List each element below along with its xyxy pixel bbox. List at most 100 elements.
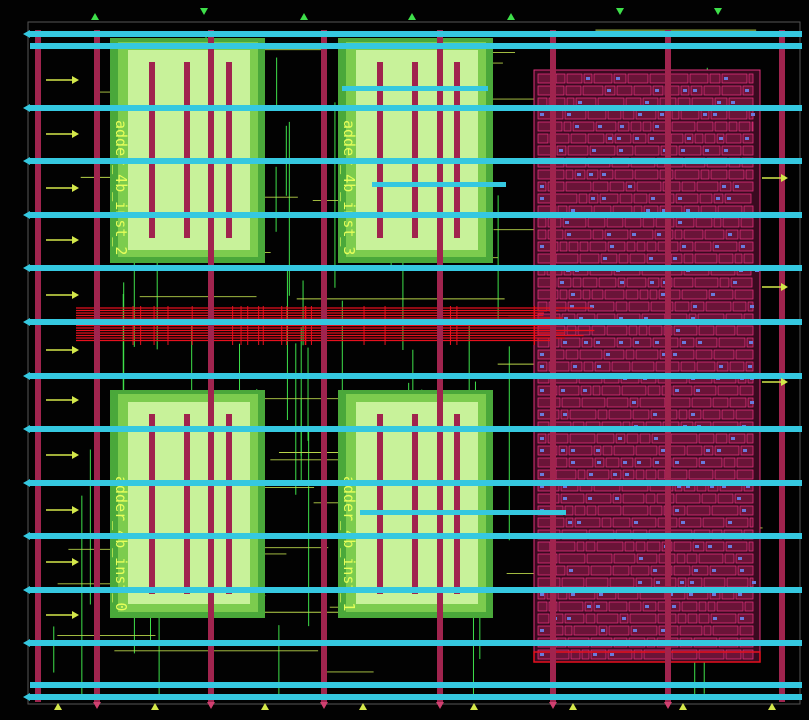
std-cell (626, 277, 647, 288)
std-cell (675, 493, 701, 504)
cell-pin (727, 197, 731, 200)
cell-pin (567, 113, 571, 116)
cell-pin (690, 581, 694, 584)
macro-internal-straps (149, 62, 460, 594)
cell-pin (661, 449, 665, 452)
cell-pin (656, 581, 660, 584)
cell-pin (722, 185, 726, 188)
std-cell (568, 445, 593, 456)
power-rail (30, 640, 802, 646)
macro-strap (412, 62, 418, 238)
std-cell (537, 229, 547, 240)
std-cell (724, 553, 735, 564)
cell-pin (563, 497, 567, 500)
cell-pin (579, 317, 583, 320)
cell-pin (682, 341, 686, 344)
std-cell (739, 625, 754, 636)
std-cell (729, 361, 745, 372)
cell-pin (638, 113, 642, 116)
cell-pin (559, 149, 563, 152)
cell-pin (682, 245, 686, 248)
cell-pin (563, 341, 567, 344)
triangle-arrow-icon (507, 13, 515, 20)
std-cell (713, 349, 735, 360)
cell-pin (635, 341, 639, 344)
std-cell (696, 361, 716, 372)
std-cell (615, 301, 628, 312)
std-cell (619, 193, 633, 204)
cell-pin (655, 89, 659, 92)
triangle-arrow-icon (616, 8, 624, 15)
std-cell (671, 649, 698, 660)
cell-pin (603, 257, 607, 260)
std-cell (589, 241, 607, 252)
power-straps-vertical (35, 30, 785, 702)
cell-pin (589, 473, 593, 476)
std-cell (751, 121, 754, 132)
std-cell (589, 145, 616, 156)
cell-pin (615, 497, 619, 500)
std-cell (606, 217, 624, 228)
std-cell (537, 337, 550, 348)
macro-strap (149, 62, 155, 238)
cell-pin (691, 317, 695, 320)
std-cell (581, 397, 606, 408)
std-cell (698, 601, 707, 612)
std-cell (587, 109, 607, 120)
std-cell (638, 325, 648, 336)
std-cell (714, 121, 728, 132)
std-cell (711, 505, 739, 516)
std-cell (537, 397, 561, 408)
std-cell (732, 181, 754, 192)
std-cell (579, 241, 589, 252)
std-cell (676, 553, 686, 564)
cyan-jumper (360, 510, 566, 515)
std-cell (605, 457, 620, 468)
cell-pin (598, 125, 602, 128)
std-cell (591, 289, 604, 300)
std-cell (686, 505, 711, 516)
std-cell (614, 133, 632, 144)
cell-pin (540, 593, 544, 596)
std-cell (634, 169, 659, 180)
cell-pin (733, 281, 737, 284)
std-cell (579, 253, 600, 264)
std-cell (696, 181, 719, 192)
std-cell (714, 445, 740, 456)
std-cell (629, 253, 646, 264)
std-cell (603, 349, 625, 360)
triangle-arrow-icon (23, 211, 30, 219)
std-cell (679, 337, 695, 348)
std-cell (537, 613, 550, 624)
cell-pin (540, 653, 544, 656)
triangle-arrow-icon (54, 703, 62, 710)
std-cell (709, 73, 721, 84)
power-strap (94, 30, 100, 702)
std-cell (673, 565, 691, 576)
std-cell (686, 445, 703, 456)
std-cell (565, 169, 574, 180)
cell-pin (599, 593, 603, 596)
cell-pin (620, 281, 624, 284)
std-cell (726, 577, 749, 588)
cell-pin (693, 89, 697, 92)
std-cell (669, 361, 680, 372)
std-cell (636, 181, 662, 192)
cell-pin (654, 437, 658, 440)
cell-pin (645, 101, 649, 104)
cell-pin (571, 449, 575, 452)
power-rail (30, 694, 802, 700)
std-cell (567, 145, 589, 156)
cell-pin (662, 209, 666, 212)
cell-pin (657, 233, 661, 236)
cell-pin (540, 389, 544, 392)
std-cell (696, 121, 714, 132)
std-cell (593, 337, 616, 348)
power-strap (665, 30, 671, 702)
std-cell (613, 553, 636, 564)
std-cell (625, 289, 639, 300)
cell-pin (606, 353, 610, 356)
std-cell (707, 601, 716, 612)
triangle-arrow-icon (23, 479, 30, 487)
cell-pin (746, 485, 750, 488)
